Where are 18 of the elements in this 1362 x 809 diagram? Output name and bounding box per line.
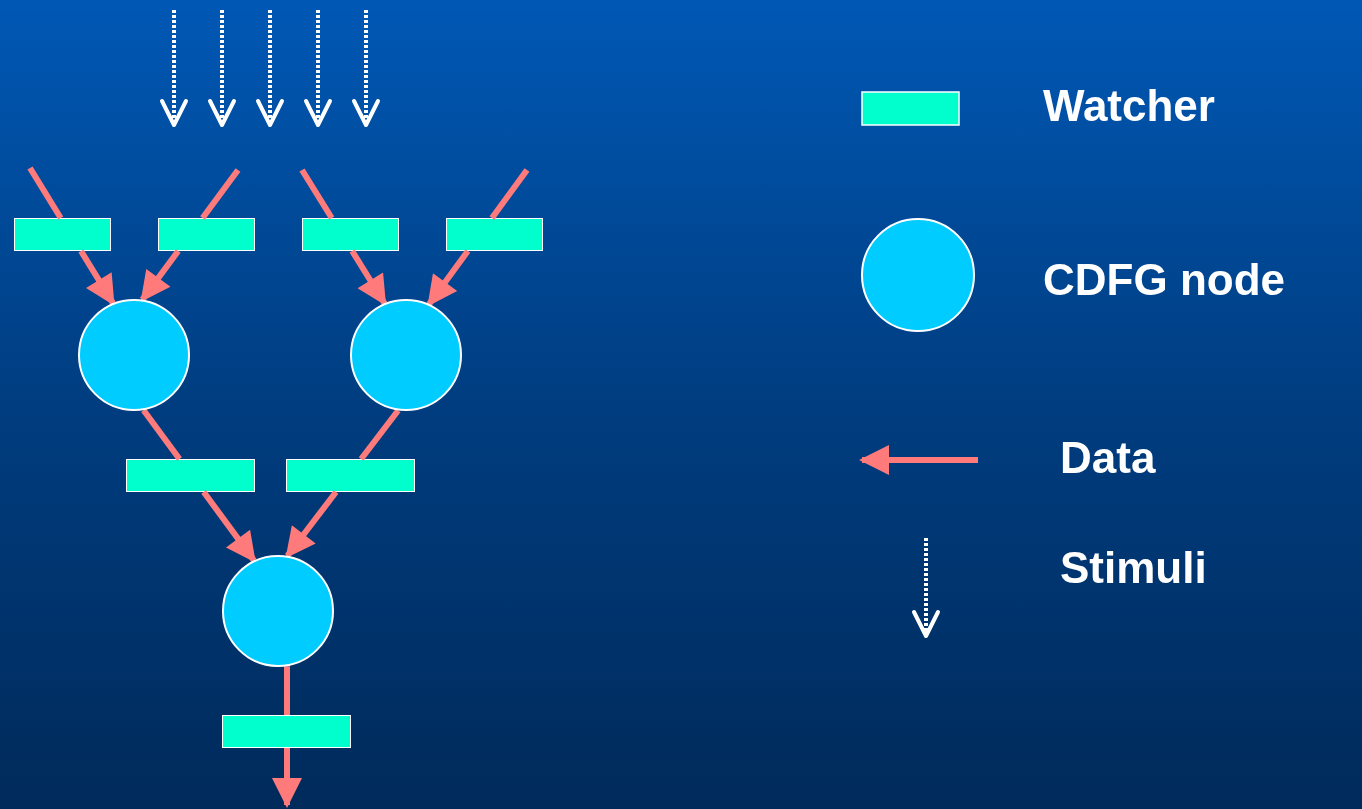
legend-label: Stimuli [1060, 546, 1207, 590]
data-arrow [201, 490, 257, 563]
watcher-box [158, 218, 255, 251]
watcher-box [126, 459, 255, 492]
data-arrow [426, 249, 471, 307]
data-arrow [285, 490, 339, 559]
watcher-box [14, 218, 111, 251]
legend-label: CDFG node [1043, 258, 1285, 302]
data-arrow [349, 249, 388, 306]
watcher-box [222, 715, 351, 748]
watcher-box [446, 218, 543, 251]
legend-label: Data [1060, 436, 1156, 480]
data-arrow [78, 249, 116, 306]
watcher-box [286, 459, 415, 492]
legend-label: Watcher [1043, 84, 1215, 128]
watcher-box [302, 218, 399, 251]
data-arrow [272, 748, 302, 808]
data-arrow [139, 249, 181, 303]
